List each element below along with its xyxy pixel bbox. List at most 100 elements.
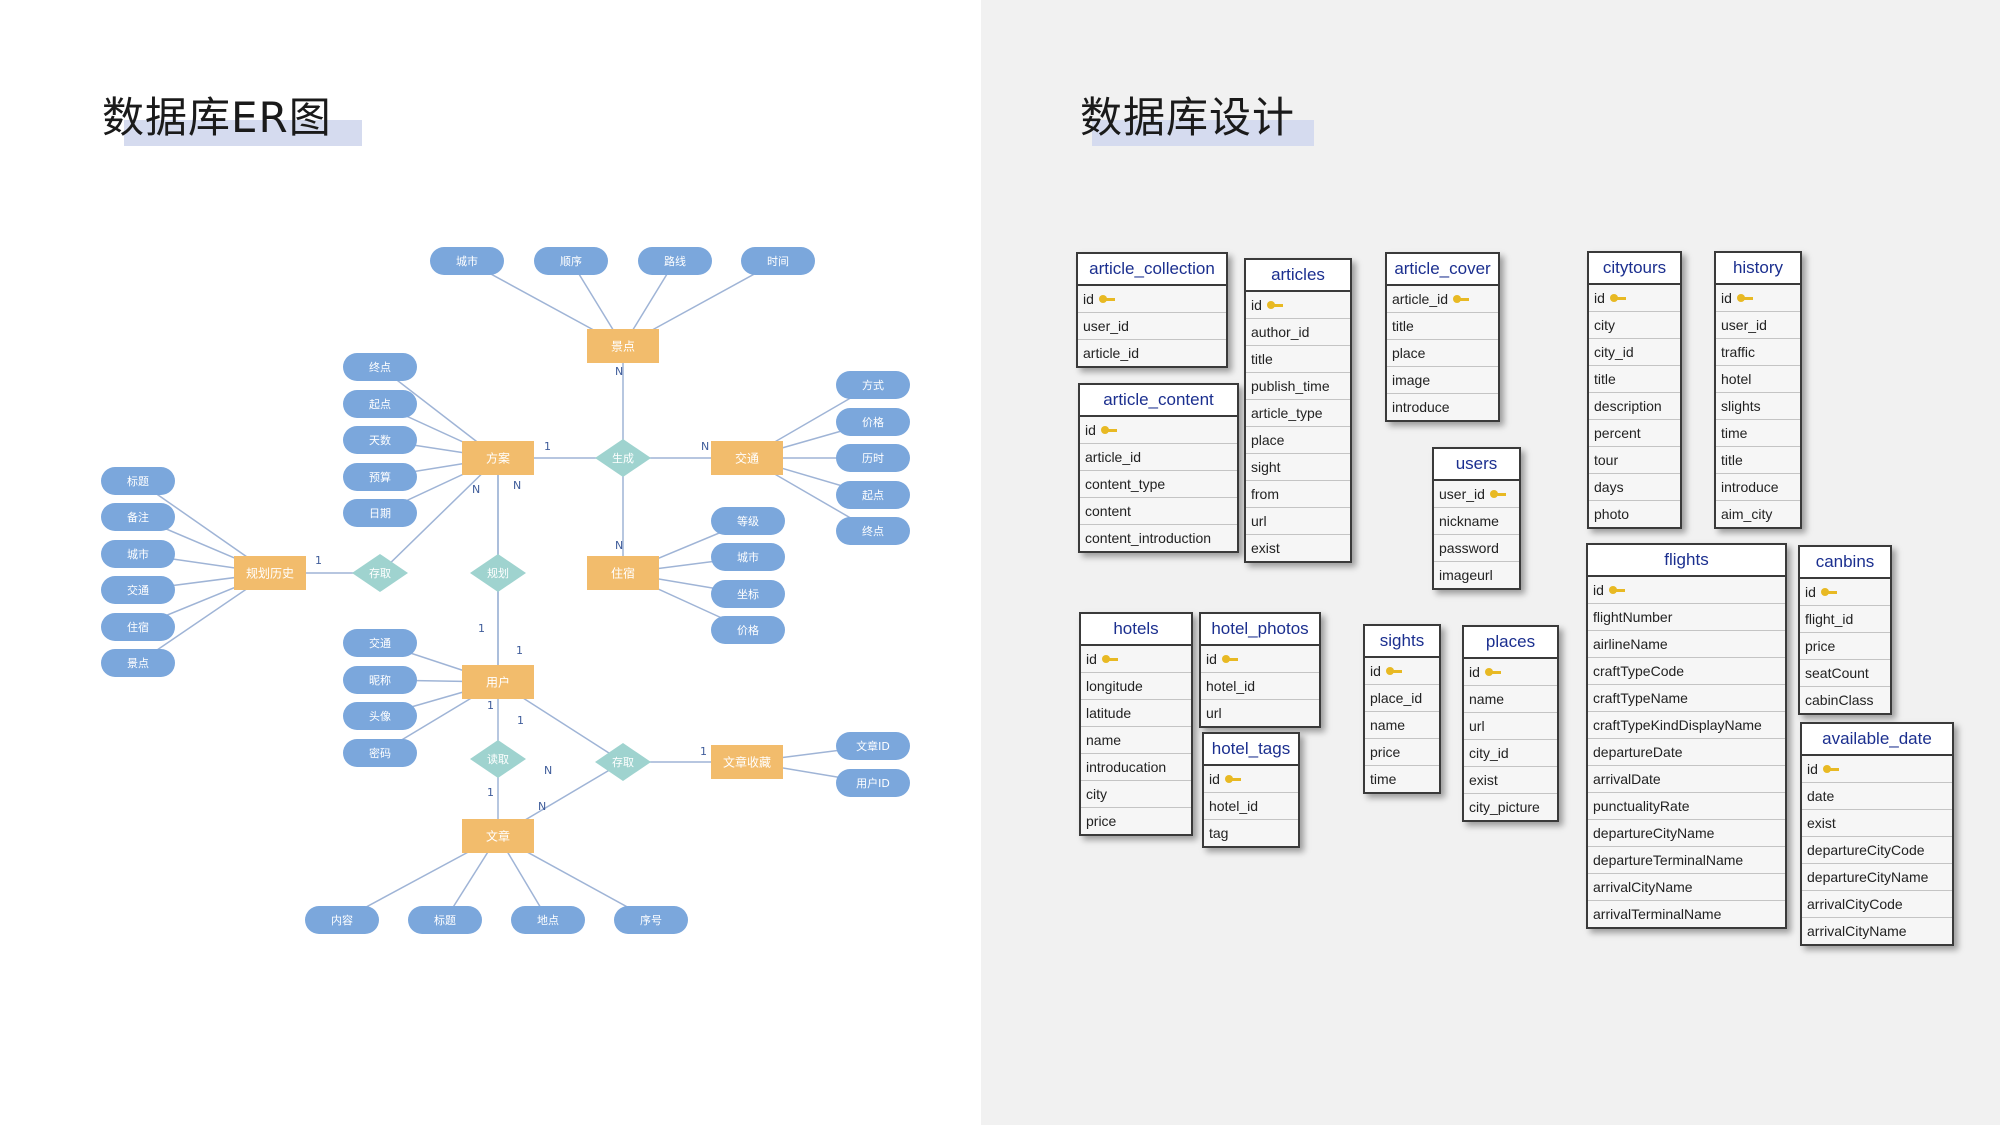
field-name: time <box>1721 425 1748 441</box>
field-name: hotel <box>1721 371 1752 387</box>
table-field: punctualityRate <box>1588 793 1785 820</box>
table-field: user_id <box>1078 313 1226 340</box>
table-field: seatCount <box>1800 660 1890 687</box>
table-field: departureCityName <box>1802 864 1952 891</box>
cardinality-7: N <box>472 483 480 496</box>
attribute-用户-3: 头像 <box>343 702 417 730</box>
table-title: article_cover <box>1387 254 1498 286</box>
attribute-label: 序号 <box>640 913 662 927</box>
entity-box <box>587 329 659 363</box>
attribute-label: 预算 <box>369 470 391 484</box>
entity-3: 交通 <box>711 441 783 475</box>
attribute-pill <box>836 517 910 545</box>
attribute-label: 价格 <box>862 415 884 429</box>
relationship-diamond <box>470 740 526 778</box>
table-field: tag <box>1204 820 1298 846</box>
entity-label: 用户 <box>486 674 510 689</box>
field-name: exist <box>1251 540 1280 556</box>
field-name: time <box>1370 771 1397 787</box>
table-field: description <box>1589 393 1680 420</box>
attribute-label: 时间 <box>767 255 789 268</box>
relationship-label: 生成 <box>612 451 634 465</box>
entity-label: 规划历史 <box>246 565 294 580</box>
table-field: url <box>1201 700 1319 726</box>
table-field: content_introduction <box>1080 525 1237 551</box>
table-title: hotel_tags <box>1204 734 1298 766</box>
entity-label: 文章 <box>486 828 510 843</box>
field-name: longitude <box>1086 678 1143 694</box>
table-field: publish_time <box>1246 373 1350 400</box>
relationship-label: 规划 <box>487 566 509 580</box>
attribute-label: 景点 <box>127 657 149 670</box>
table-field: article_type <box>1246 400 1350 427</box>
attribute-方案-1: 终点 <box>343 353 417 381</box>
attribute-label: 交通 <box>369 636 391 650</box>
table-title: hotels <box>1081 614 1191 646</box>
field-name: photo <box>1594 506 1630 522</box>
table-field: hotel_id <box>1201 673 1319 700</box>
attribute-文章-3: 地点 <box>511 906 585 934</box>
table-field: time <box>1716 420 1800 447</box>
field-name: url <box>1469 718 1485 734</box>
field-name: id <box>1807 761 1818 777</box>
field-name: departureCityCode <box>1807 842 1925 858</box>
attribute-pill <box>430 247 504 275</box>
primary-key-icon <box>1221 654 1238 664</box>
table-field: password <box>1434 535 1519 562</box>
field-name: percent <box>1594 425 1641 441</box>
field-name: url <box>1251 513 1267 529</box>
field-name: id <box>1370 663 1381 679</box>
table-field: id <box>1588 577 1785 604</box>
table-field: content <box>1080 498 1237 525</box>
field-name: hotel_id <box>1209 798 1259 814</box>
table-title: places <box>1464 627 1557 659</box>
field-name: name <box>1469 691 1505 707</box>
field-name: name <box>1086 732 1122 748</box>
table-field: place_id <box>1365 685 1439 712</box>
primary-key-icon <box>1453 294 1470 304</box>
field-name: introducation <box>1086 759 1167 775</box>
cardinality-11: 1 <box>517 714 524 727</box>
attribute-文章-1: 内容 <box>305 906 379 934</box>
attribute-label: 历时 <box>862 452 884 465</box>
attribute-label: 标题 <box>127 474 149 488</box>
attribute-label: 城市 <box>737 550 759 564</box>
field-name: article_type <box>1251 405 1323 421</box>
relationship-diamond <box>595 439 651 477</box>
field-name: title <box>1251 351 1273 367</box>
relationship-1: 生成 <box>595 439 651 477</box>
attribute-方案-3: 天数 <box>343 426 417 454</box>
table-field: id <box>1802 756 1952 783</box>
relationship-3: 规划 <box>470 554 526 592</box>
attribute-住宿-2: 城市 <box>711 543 785 571</box>
attribute-方案-5: 日期 <box>343 499 417 527</box>
attribute-label: 价格 <box>737 623 759 637</box>
entity-label: 方案 <box>486 450 510 465</box>
attribute-label: 终点 <box>862 524 884 538</box>
attribute-label: 昵称 <box>369 673 391 687</box>
table-field: title <box>1716 447 1800 474</box>
attribute-pill <box>836 371 910 399</box>
attribute-label: 日期 <box>369 507 391 520</box>
table-field: sight <box>1246 454 1350 481</box>
relationship-4: 读取 <box>470 740 526 778</box>
relationship-diamond <box>470 554 526 592</box>
table-field: title <box>1246 346 1350 373</box>
field-name: exist <box>1807 815 1836 831</box>
field-name: article_id <box>1085 449 1142 465</box>
attribute-pill <box>343 426 417 454</box>
table-field: user_id <box>1434 481 1519 508</box>
attribute-规划历史-4: 交通 <box>101 576 175 604</box>
attribute-交通-1: 方式 <box>836 371 910 399</box>
primary-key-icon <box>1820 587 1837 597</box>
field-name: description <box>1594 398 1662 414</box>
table-field: city_id <box>1464 740 1557 767</box>
field-name: from <box>1251 486 1279 502</box>
field-name: nickname <box>1439 513 1499 529</box>
primary-key-icon <box>1101 654 1118 664</box>
table-field: from <box>1246 481 1350 508</box>
table-field: id <box>1464 659 1557 686</box>
field-name: price <box>1086 813 1117 829</box>
